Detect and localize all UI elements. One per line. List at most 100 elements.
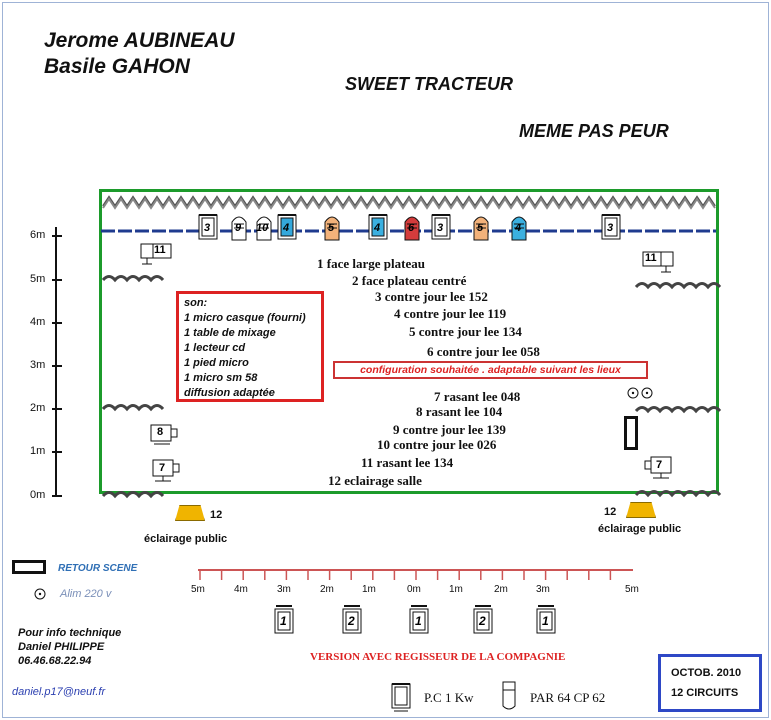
ruler-label: 2m [320,584,334,595]
ruler-label: 1m [362,584,376,595]
front-fixture[interactable]: 1 [408,603,430,637]
lamp-list-item: 12 eclairage salle [328,473,422,488]
ruler-label: 4m [234,584,248,595]
public-light-right-label: éclairage public [598,523,682,535]
power-outlets[interactable] [627,386,655,405]
bar-fixture[interactable]: 3 [431,212,451,244]
y-label: 5m [30,273,46,285]
bar-fixture-label: 6 [408,222,415,234]
lamp-list-item: 7 rasant lee 048 [434,389,521,404]
side-fixture-right-7[interactable]: 7 [643,456,673,485]
public-light-left-icon[interactable] [175,505,205,521]
ruler-label: 1m [449,584,463,595]
public-light-left-label: éclairage public [144,533,228,545]
front-fixture-label: 2 [479,614,486,628]
front-fixture-label: 1 [415,614,422,628]
stage-outline [99,189,719,494]
y-label: 6m [30,229,46,241]
sound-item: 1 micro casque (fourni) [184,312,306,324]
side-fixture-label: 8 [157,426,164,438]
contact-name: Daniel PHILIPPE [18,641,105,653]
front-fixture[interactable]: 1 [273,603,295,637]
bar-fixture-label: 4 [515,222,522,234]
lamp-list-item: 9 contre jour lee 139 [393,422,506,437]
side-legs [101,275,722,499]
lamp-list-item: 4 contre jour lee 119 [394,306,507,321]
artist-line-1: Jerome AUBINEAU [44,29,235,52]
pc-legend-label: P.C 1 Kw [424,690,474,705]
bar-fixture[interactable]: 5 [322,212,342,244]
side-leg [101,275,165,283]
public-light-right-number: 12 [604,506,617,518]
bar-fixture-label: 4 [374,222,381,234]
contact-phone: 06.46.68.22.94 [18,655,92,667]
ruler-label: 3m [277,584,291,595]
par-legend-icon [500,680,518,719]
side-leg [101,404,165,412]
ruler-label: 3m [536,584,550,595]
lamp-list-item: 1 face large plateau [317,256,425,271]
contact-info: Pour info technique Daniel PHILIPPE 06.4… [18,626,121,668]
side-fixture-left-8[interactable]: 8 [150,424,180,451]
sound-items: 1 micro casque (fourni)1 table de mixage… [184,311,316,401]
side-leg [634,490,722,498]
side-fixture-left-11[interactable]: 11 [140,242,172,271]
front-fixture[interactable]: 1 [535,603,557,637]
bar-fixture[interactable]: 3 [601,212,621,244]
y-label: 2m [30,402,46,414]
bar-fixture-label: 5 [328,222,335,234]
sound-box: son: 1 micro casque (fourni)1 table de m… [176,291,324,402]
bar-fixture[interactable]: 6 [402,212,422,244]
front-fixture[interactable]: 2 [472,603,494,637]
ruler-label: 5m [191,584,205,595]
ruler-label: 2m [494,584,508,595]
contact-email[interactable]: daniel.p17@neuf.fr [12,686,106,698]
side-fixture-label: 7 [159,462,166,474]
sound-title: son: [184,297,208,309]
retour-legend-icon [12,560,46,574]
sound-item: 1 lecteur cd [184,342,246,354]
lamp-list-item: 10 contre jour lee 026 [377,437,497,452]
ruler-ticks [199,570,612,580]
lamp-list-item: 3 contre jour lee 152 [375,289,488,304]
side-leg [634,282,722,290]
bar-fixture[interactable]: 4 [509,212,529,244]
public-light-left-number: 12 [210,509,223,521]
ruler-label: 0m [407,584,421,595]
lamp-list-item: 5 contre jour lee 134 [409,324,522,339]
lamp-list-item: 6 contre jour lee 058 [427,344,540,359]
side-fixture-right-11[interactable]: 11 [642,250,674,279]
bar-fixture[interactable]: 3 [198,212,218,244]
contact-line-1: Pour info technique [18,627,122,639]
side-fixture-label: 11 [154,244,166,256]
bar-fixture-label: 9 [235,222,242,234]
lamp-list-item: 8 rasant lee 104 [416,404,503,419]
side-fixture-left-7[interactable]: 7 [152,459,182,488]
power-legend-label: Alim 220 v [60,588,112,600]
backdrop-wave [102,195,716,210]
version-note: VERSION AVEC REGISSEUR DE LA COMPAGNIE [310,651,566,663]
y-label: 1m [30,445,46,457]
front-fixture-label: 2 [348,614,355,628]
stage-monitor[interactable] [624,416,638,450]
front-fixture[interactable]: 2 [341,603,363,637]
sound-item: 1 pied micro [184,357,249,369]
y-label: 3m [30,359,46,371]
y-ticks [52,235,62,497]
bar-fixture-label: 4 [283,222,290,234]
bar-fixture[interactable]: 5 [471,212,491,244]
bar-fixture[interactable]: 9 [229,212,249,244]
artist-names: Jerome AUBINEAU Basile GAHON [44,28,235,80]
front-fixture-label: 1 [280,614,287,628]
bar-fixture[interactable]: 10 [254,212,274,244]
bar-fixture[interactable]: 4 [277,212,297,244]
pc-legend-icon [390,681,412,718]
sound-item: diffusion adaptée [184,387,275,399]
show-title: MEME PAS PEUR [519,121,669,141]
bar-fixture-label: 3 [204,222,211,234]
side-leg [101,491,165,499]
bar-fixture[interactable]: 4 [368,212,388,244]
public-light-right-icon[interactable] [626,502,656,518]
